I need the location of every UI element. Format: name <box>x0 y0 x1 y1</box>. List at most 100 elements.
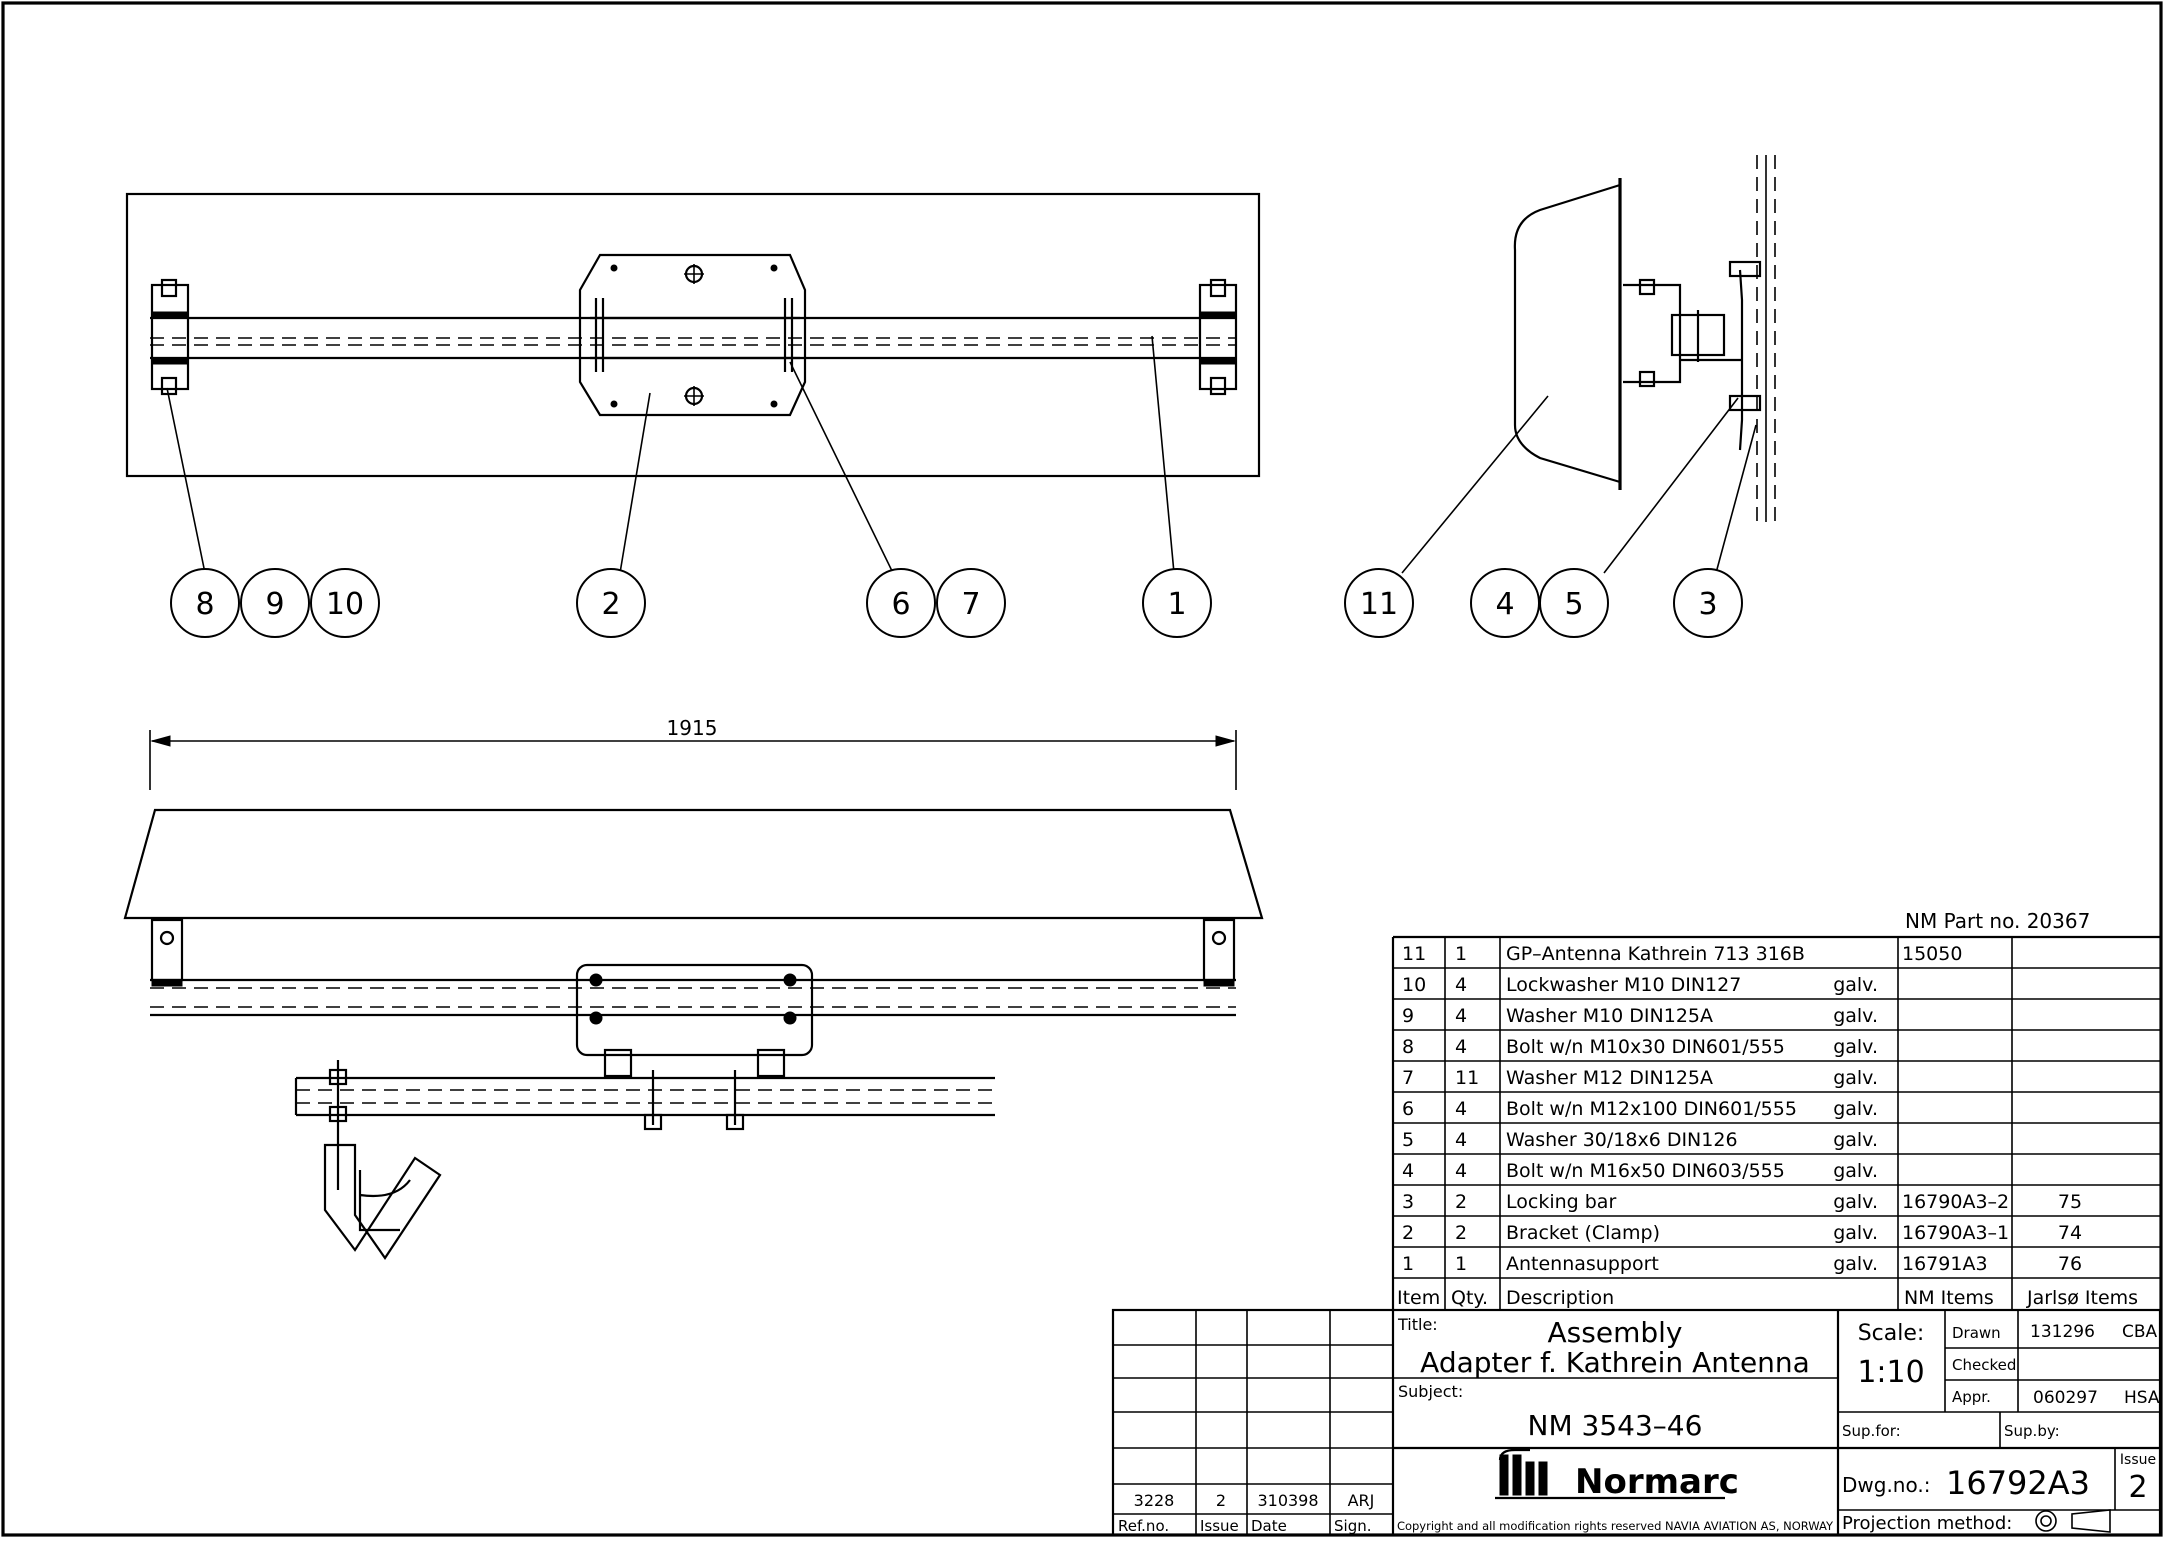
callout-label: 6 <box>891 587 910 622</box>
rev-date-value: 310398 <box>1257 1491 1318 1510</box>
dwg-no-value: 16792A3 <box>1946 1464 2090 1502</box>
part-jarlso-item: 74 <box>2058 1222 2082 1244</box>
part-jarlso-item: 75 <box>2058 1191 2082 1213</box>
subject-label: Subject: <box>1398 1382 1463 1401</box>
callout-label: 9 <box>265 587 284 622</box>
part-description: Antennasupport <box>1506 1253 1659 1275</box>
part-quantity: 4 <box>1455 1129 1467 1151</box>
part-item-number: 4 <box>1402 1160 1414 1182</box>
part-item-number: 9 <box>1402 1005 1414 1027</box>
part-finish: galv. <box>1833 1005 1878 1027</box>
antenna-outline <box>125 192 1261 478</box>
part-jarlso-item: 76 <box>2058 1253 2082 1275</box>
part-description: Washer M10 DIN125A <box>1506 1005 1713 1027</box>
projection-label: Projection method: <box>1842 1513 2012 1534</box>
dwg-no-label: Dwg.no.: <box>1842 1473 1930 1497</box>
part-quantity: 4 <box>1455 1098 1467 1120</box>
bracket-clamp <box>578 253 807 417</box>
part-finish: galv. <box>1833 1036 1878 1058</box>
rev-sign-value: ARJ <box>1348 1491 1375 1510</box>
part-quantity: 2 <box>1455 1222 1467 1244</box>
issue-value: 2 <box>2128 1470 2147 1505</box>
nm-part-number: NM Part no. 20367 <box>1905 909 2090 933</box>
part-quantity: 4 <box>1455 1036 1467 1058</box>
top-view <box>125 192 1261 574</box>
part-quantity: 4 <box>1455 974 1467 996</box>
normarc-logo <box>1495 1448 1725 1500</box>
callout-balloon-top-1: 9 <box>240 568 310 638</box>
projection-symbol-icon <box>2035 1509 2111 1533</box>
copyright-notice: Copyright and all modification rights re… <box>1397 1519 1834 1533</box>
drawn-date: 131296 <box>2030 1322 2095 1342</box>
rev-sign-header: Sign. <box>1334 1517 1372 1535</box>
rev-date-header: Date <box>1251 1517 1287 1535</box>
part-item-number: 6 <box>1402 1098 1414 1120</box>
callout-balloon-top-6: 1 <box>1142 568 1212 638</box>
dimension-value: 1915 <box>667 716 718 740</box>
part-nm-item: 16790A3–2 <box>1902 1191 2009 1213</box>
part-item-number: 11 <box>1402 943 1426 965</box>
part-item-number: 3 <box>1402 1191 1414 1213</box>
checked-label: Checked <box>1952 1356 2016 1374</box>
drawn-by: CBA <box>2122 1322 2158 1342</box>
callout-label: 10 <box>326 587 364 622</box>
callout-label: 11 <box>1360 587 1398 622</box>
sup-for-label: Sup.for: <box>1842 1422 1901 1440</box>
callout-balloon-top-2: 10 <box>310 568 380 638</box>
title-line-1: Assembly <box>1548 1316 1683 1349</box>
rev-ref-value: 3228 <box>1134 1491 1175 1510</box>
title-line-2: Adapter f. Kathrein Antenna <box>1420 1346 1810 1379</box>
rev-issue-value: 2 <box>1216 1491 1226 1510</box>
title-label: Title: <box>1397 1315 1438 1334</box>
callout-label: 3 <box>1698 587 1717 622</box>
part-description: Lockwasher M10 DIN127 <box>1506 974 1741 996</box>
part-description: Washer 30/18x6 DIN126 <box>1506 1129 1738 1151</box>
callout-balloon-top-3: 2 <box>576 568 646 638</box>
part-item-number: 7 <box>1402 1067 1414 1089</box>
title-block <box>1111 1308 2162 1537</box>
part-finish: galv. <box>1833 1160 1878 1182</box>
header-item: Item <box>1397 1287 1440 1309</box>
part-finish: galv. <box>1833 1067 1878 1089</box>
callout-balloon-top-0: 8 <box>170 568 240 638</box>
part-quantity: 4 <box>1455 1160 1467 1182</box>
part-item-number: 8 <box>1402 1036 1414 1058</box>
header-qty: Qty. <box>1451 1287 1488 1309</box>
rev-ref-header: Ref.no. <box>1118 1517 1169 1535</box>
rev-issue-header: Issue <box>1200 1517 1239 1535</box>
company-name: Normarc <box>1575 1462 1739 1502</box>
header-nm-items: NM Items <box>1904 1287 1994 1309</box>
part-description: Bolt w/n M16x50 DIN603/555 <box>1506 1160 1785 1182</box>
part-description: Bolt w/n M12x100 DIN601/555 <box>1506 1098 1797 1120</box>
part-description: Bracket (Clamp) <box>1506 1222 1660 1244</box>
appr-by: HSA <box>2124 1388 2160 1408</box>
part-nm-item: 16790A3–1 <box>1902 1222 2009 1244</box>
header-jarlso-items: Jarlsø Items <box>2026 1287 2138 1309</box>
part-finish: galv. <box>1833 1129 1878 1151</box>
callout-label: 8 <box>195 587 214 622</box>
part-item-number: 5 <box>1402 1129 1414 1151</box>
scale-value: 1:10 <box>1857 1355 1924 1390</box>
antenna-dish-profile <box>1513 183 1621 484</box>
part-description: GP–Antenna Kathrein 713 316B <box>1506 943 1805 965</box>
parts-row: 5 4 Washer 30/18x6 DIN126 galv. <box>1393 1129 2160 1155</box>
callout-balloon-side-3: 3 <box>1673 568 1743 638</box>
sup-by-label: Sup.by: <box>2004 1422 2060 1440</box>
callout-balloon-side-2: 5 <box>1539 568 1609 638</box>
part-item-number: 1 <box>1402 1253 1414 1275</box>
part-finish: galv. <box>1833 1098 1878 1120</box>
part-description: Locking bar <box>1506 1191 1616 1213</box>
appr-date: 060297 <box>2033 1388 2098 1408</box>
part-quantity: 1 <box>1455 943 1467 965</box>
